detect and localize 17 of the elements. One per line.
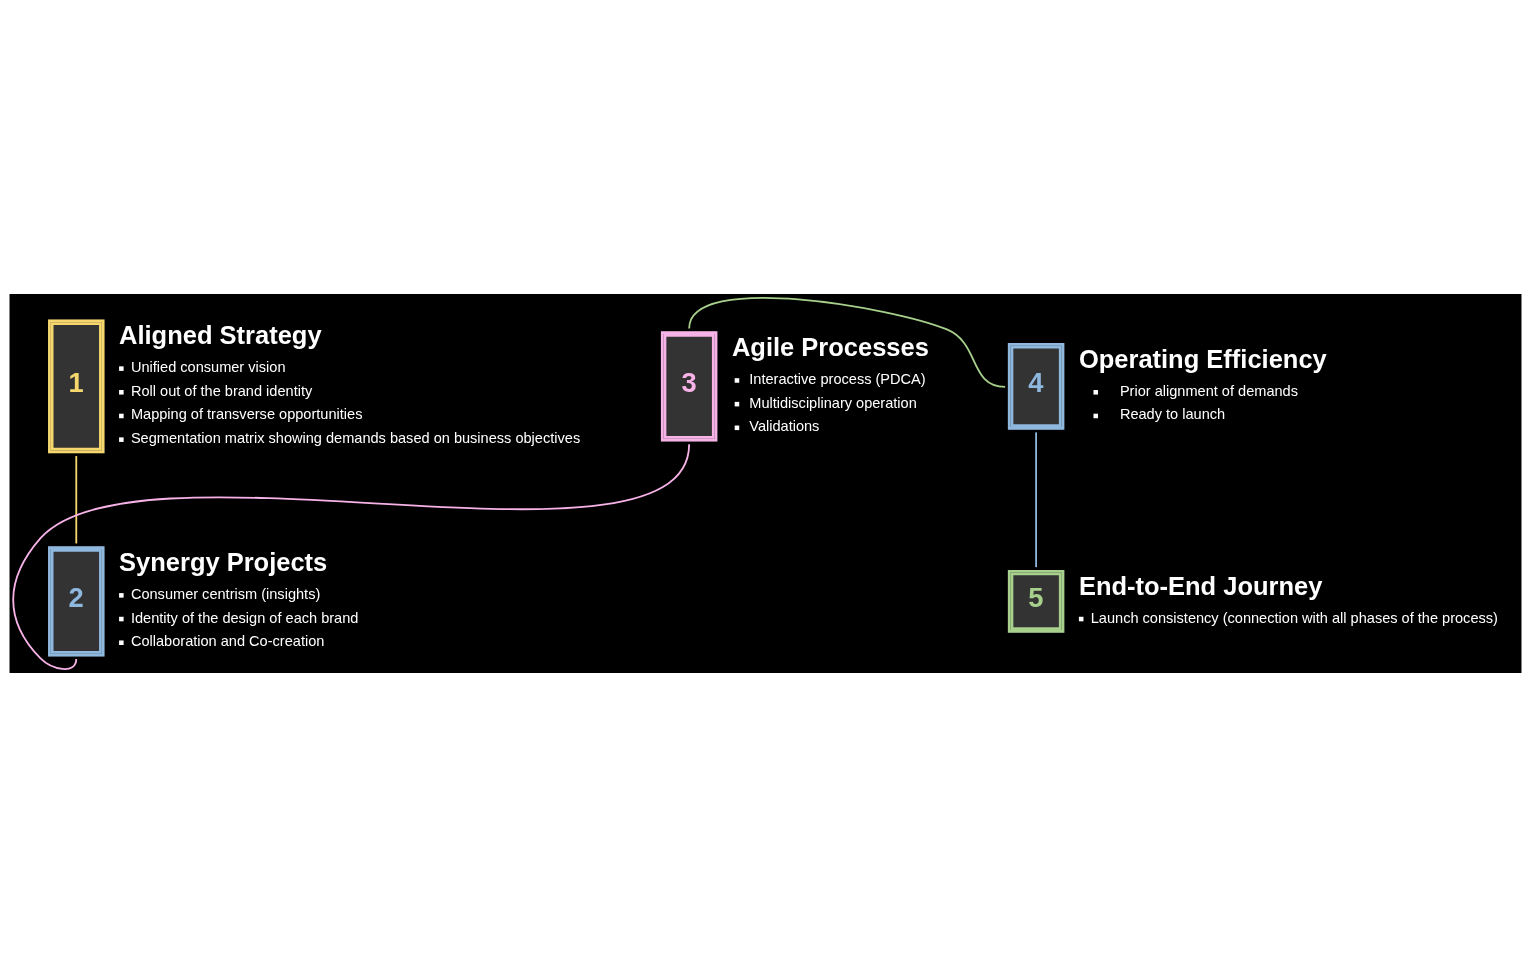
connector [75,454,78,544]
node-label: Launch consistency (connection with all phases of the process) [1090,609,1498,626]
node-label: Roll out of the brand identity [130,382,313,399]
connector [12,442,691,670]
node-label: Interactive process (PDCA) [749,370,926,387]
node-label: Prior alignment of demands [1119,382,1298,399]
node-label: Validations [749,417,820,434]
node-label: Mapping of transverse opportunities [130,405,363,422]
connector [688,296,1007,388]
node-label: Segmentation matrix showing demands based on business objectives [130,429,581,446]
node-label: Multidisciplinary operation [749,394,917,411]
node-label: Ready to launch [1119,405,1226,422]
node-label: Consumer centrism (insights) [130,585,321,602]
connector [1035,430,1037,568]
node-label: Collaboration and Co-creation [130,632,325,649]
node-label: Identity of the design of each brand [130,609,359,626]
node-label: Unified consumer vision [130,358,286,375]
